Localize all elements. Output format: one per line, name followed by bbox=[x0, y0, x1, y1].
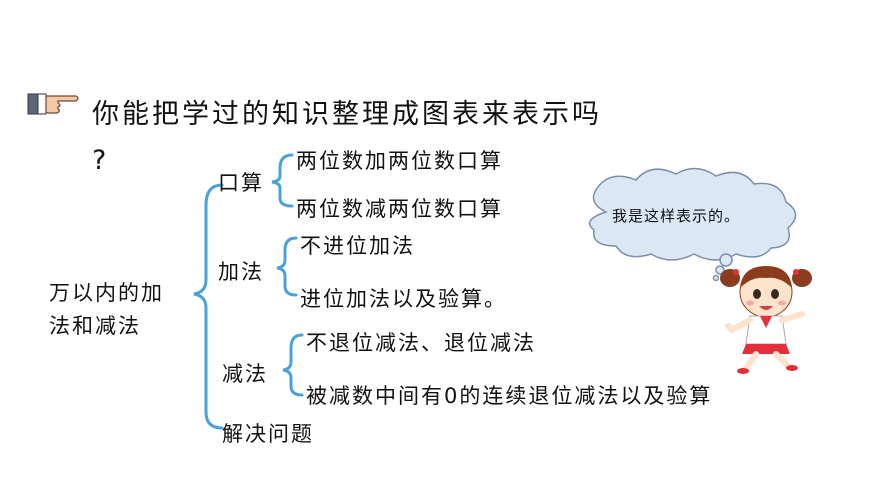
branch-label-solve: 解决问题 bbox=[222, 422, 314, 446]
branch-label-add: 加法 bbox=[218, 260, 264, 284]
branch-oral-item-2: 两位数减两位数口算 bbox=[296, 197, 503, 221]
branch-sub-item-1: 不退位减法、退位减法 bbox=[306, 331, 536, 355]
branch-oral-item-1: 两位数加两位数口算 bbox=[296, 149, 503, 173]
thought-cloud bbox=[576, 162, 806, 282]
girl-illustration bbox=[716, 258, 816, 378]
branch-add-item-2: 进位加法以及验算。 bbox=[300, 287, 507, 311]
pointing-hand-icon bbox=[26, 88, 82, 118]
branch-label-sub: 减法 bbox=[222, 362, 268, 386]
question-line-1: 你能把学过的知识整理成图表来表示吗 bbox=[92, 99, 602, 130]
root-label-line-2: 法和减法 bbox=[49, 314, 141, 338]
root-label-line-1: 万以内的加 bbox=[49, 281, 164, 305]
branch-sub-item-2: 被减数中间有0的连续退位减法以及验算 bbox=[306, 384, 713, 408]
branch-label-oral: 口算 bbox=[218, 171, 264, 195]
speech-bubble-text: 我是这样表示的。 bbox=[612, 207, 741, 225]
question-line-2: ? bbox=[92, 145, 110, 176]
branch-add-item-1: 不进位加法 bbox=[300, 234, 415, 258]
